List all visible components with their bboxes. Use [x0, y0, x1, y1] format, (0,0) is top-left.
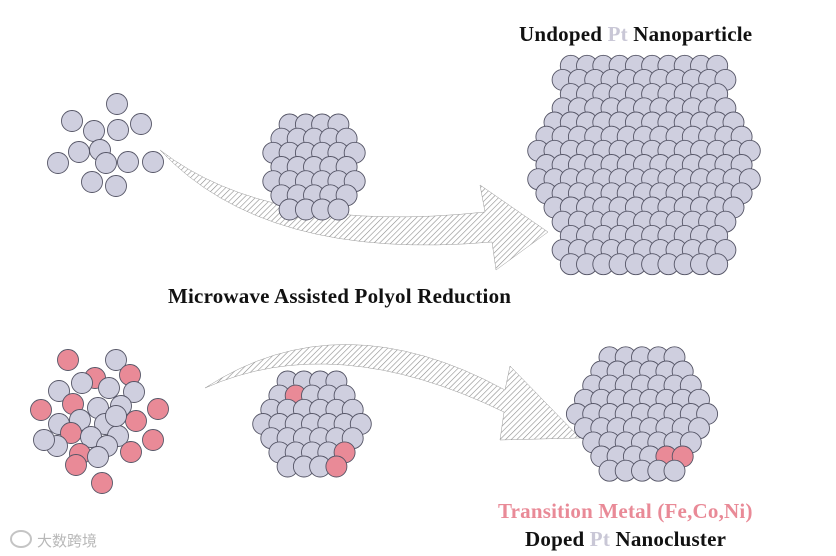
top-reaction-arrow	[159, 149, 549, 271]
dopant-atom	[142, 429, 164, 451]
pt-atom	[95, 152, 117, 174]
pt-atom	[33, 429, 55, 451]
pt-atom	[83, 120, 105, 142]
pt-atom	[106, 93, 128, 115]
pt-atom	[105, 405, 127, 427]
pt-atom	[47, 152, 69, 174]
dopant-atom	[57, 349, 79, 371]
pt-atom	[61, 110, 83, 132]
pt-atom	[117, 151, 139, 173]
pt-atom	[71, 372, 93, 394]
doped-small-cluster	[252, 370, 372, 478]
pt-atom	[142, 151, 164, 173]
pt-symbol: Pt	[589, 527, 611, 551]
transition-metal-label: Transition Metal (Fe,Co,Ni)	[498, 499, 753, 523]
pt-atom	[123, 381, 145, 403]
undoped-pt-nanoparticle	[527, 54, 761, 276]
doped-pt-nanocluster	[565, 346, 719, 482]
pt-atom	[98, 377, 120, 399]
dopant-atom	[91, 472, 113, 494]
dopant-atom	[147, 398, 169, 420]
pt-symbol: Pt	[607, 22, 628, 46]
dopant-atom	[120, 441, 142, 463]
pt-atom	[706, 253, 729, 276]
pt-atom	[48, 380, 70, 402]
small-pt-cluster	[262, 113, 366, 221]
pt-atom	[81, 171, 103, 193]
pt-atom	[105, 175, 127, 197]
dopant-atom	[125, 410, 147, 432]
pt-atom	[68, 141, 90, 163]
dopant-atom	[30, 399, 52, 421]
watermark-logo-icon	[10, 530, 32, 548]
watermark: 大数跨境	[10, 530, 97, 551]
mixed-precursor-atoms	[30, 349, 169, 494]
dopant-atom	[65, 454, 87, 476]
doped-pt-nanocluster-title: Doped Pt Nanocluster	[525, 527, 727, 551]
method-title: Microwave Assisted Polyol Reduction	[168, 284, 512, 308]
bottom-reaction-arrow	[204, 344, 581, 441]
pt-atom	[107, 119, 129, 141]
pt-precursor-atoms	[47, 93, 164, 197]
pt-atom	[327, 198, 350, 221]
dopant-atom	[325, 455, 348, 478]
pt-atom	[105, 349, 127, 371]
pt-atom	[87, 446, 109, 468]
pt-atom	[663, 459, 686, 482]
undoped-pt-nanoparticle-title: Undoped Pt Nanoparticle	[519, 22, 753, 46]
pt-atom	[130, 113, 152, 135]
